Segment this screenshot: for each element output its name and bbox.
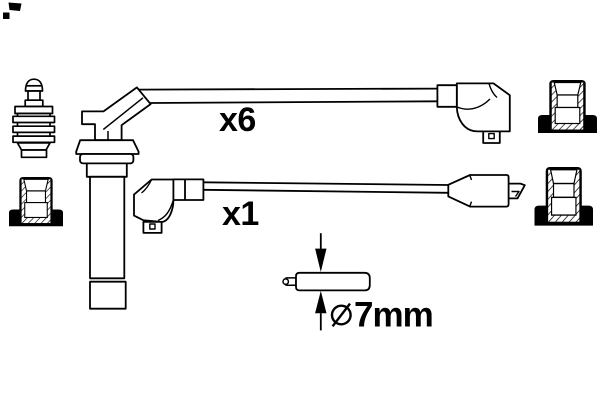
diameter-callout: 7mm (282, 233, 434, 335)
elbow-boot-right-icon (436, 82, 511, 144)
spark-plug-terminal-icon (12, 78, 56, 159)
dimension-arrows-icon (315, 233, 327, 331)
rubber-grommet-bottom-right-icon (534, 166, 594, 226)
ignition-cable-x1-assembly: x1 (133, 174, 526, 234)
diameter-value-label: 7mm (354, 296, 433, 335)
cable-cross-section-icon (282, 271, 371, 292)
vertical-cable-icon (89, 175, 127, 310)
rubber-grommet-left-icon (8, 176, 64, 227)
cable-x1-quantity-label: x1 (222, 195, 259, 233)
cable-x1-line (203, 181, 449, 194)
rubber-grommet-top-right-icon (537, 79, 598, 134)
cable-x6-line (138, 87, 439, 104)
diameter-symbol-icon (330, 302, 352, 328)
ignition-cable-x6-assembly: x6 (75, 82, 511, 310)
elbow-boot-left-icon (133, 178, 205, 234)
corner-print-marks (3, 2, 22, 19)
angled-boot-icon (75, 86, 152, 178)
straight-connector-icon (447, 174, 526, 208)
cable-x6-quantity-label: x6 (219, 101, 256, 139)
